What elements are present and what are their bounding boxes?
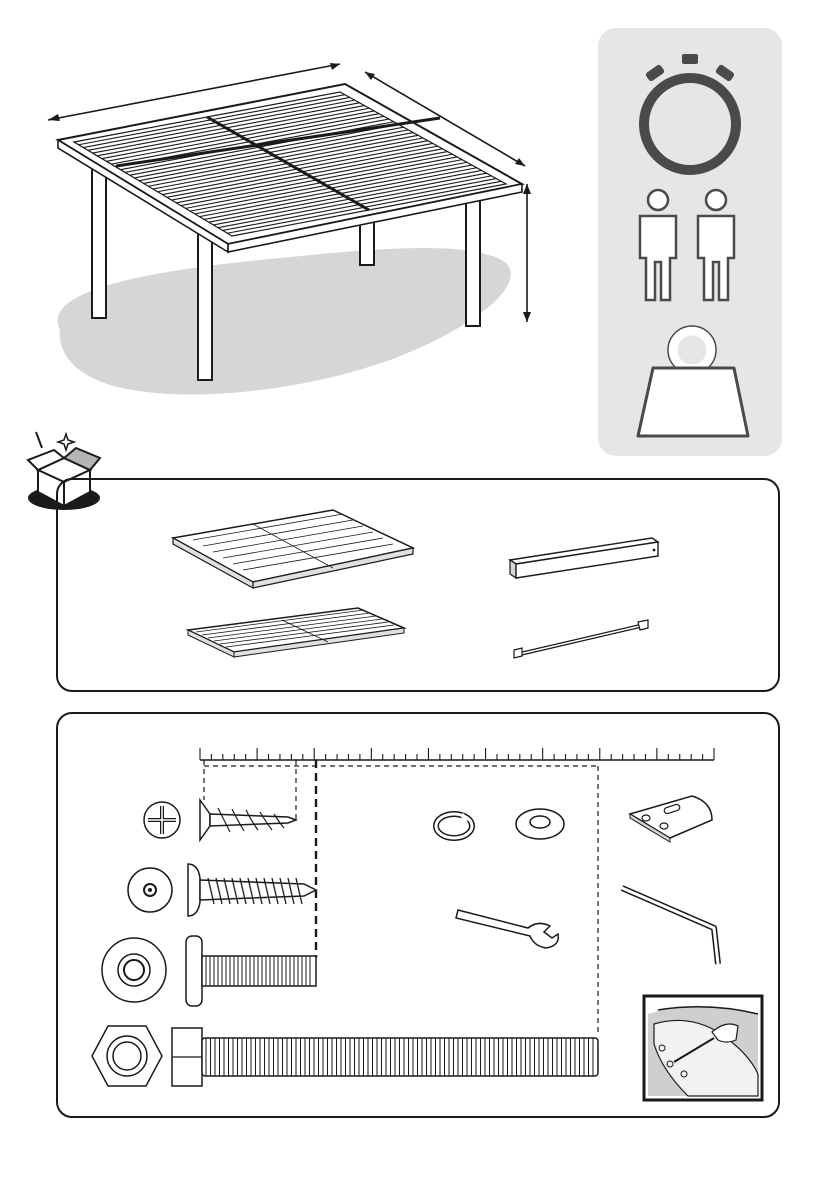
post-beam bbox=[510, 538, 658, 578]
inset-detail-photo bbox=[644, 996, 762, 1100]
height-arrow-icon bbox=[523, 184, 531, 322]
stopwatch-icon bbox=[644, 54, 736, 170]
pergola-illustration bbox=[0, 0, 590, 420]
spanner-wrench bbox=[456, 910, 558, 948]
screw-phillips-countersunk bbox=[144, 800, 296, 840]
hex-allen-key bbox=[622, 888, 718, 964]
spring-washer bbox=[436, 814, 472, 838]
roof-frame-panel bbox=[173, 510, 413, 588]
mounting-plate bbox=[630, 796, 712, 842]
support-rod bbox=[514, 620, 648, 658]
scale-ruler bbox=[200, 748, 714, 760]
box-contents-panel bbox=[56, 478, 780, 692]
ground-shadow bbox=[58, 248, 511, 395]
hex-bolt-and-nut bbox=[92, 1026, 598, 1086]
hardware-panel bbox=[56, 712, 780, 1118]
info-sidebar bbox=[598, 28, 782, 456]
roof-slat-panel bbox=[188, 608, 404, 657]
flat-washer bbox=[516, 809, 564, 839]
weight-icon bbox=[638, 326, 748, 436]
person-icon bbox=[640, 190, 676, 300]
person-icon bbox=[698, 190, 734, 300]
bolt-flat-head bbox=[102, 936, 316, 1006]
screw-pan-head bbox=[128, 864, 316, 916]
